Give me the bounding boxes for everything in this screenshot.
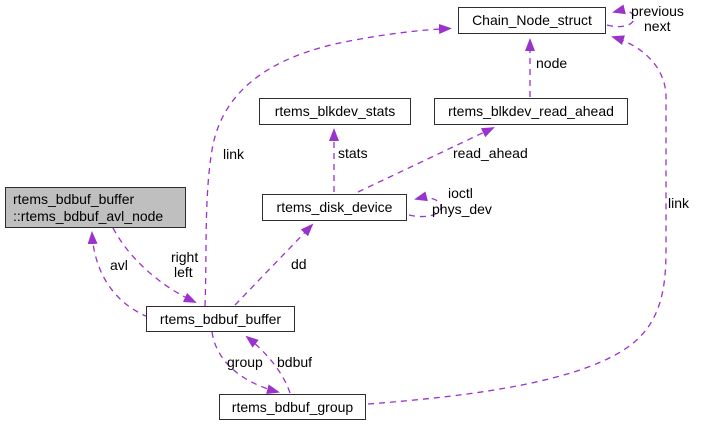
edge-label-avl: avl	[110, 257, 128, 273]
edge-previous-next-selfloop	[606, 4, 635, 28]
node-chain-node-struct[interactable]: Chain_Node_struct	[458, 7, 606, 34]
edge-label-link-left: link	[223, 146, 245, 162]
edge-link-buffer-to-chain	[204, 23, 452, 307]
edge-label-bdbuf: bdbuf	[277, 354, 313, 370]
edge-label-group: group	[227, 354, 263, 370]
edge-label-dd: dd	[291, 256, 307, 272]
node-rtems-blkdev-stats[interactable]: rtems_blkdev_stats	[259, 98, 411, 125]
node-label: Chain_Node_struct	[472, 12, 592, 29]
edge-label-ioctl: ioctl	[448, 185, 473, 201]
node-label: rtems_bdbuf_group	[231, 398, 354, 415]
node-rtems-bdbuf-buffer[interactable]: rtems_bdbuf_buffer	[146, 306, 295, 332]
edge-label-read-ahead: read_ahead	[453, 145, 528, 161]
node-label: rtems_disk_device	[276, 199, 393, 216]
edge-avl	[87, 231, 149, 318]
edge-label-right: right	[171, 249, 199, 265]
edge-label-stats: stats	[338, 145, 368, 161]
edge-label-link-right: link	[668, 195, 690, 211]
edge-label-previous: previous	[631, 3, 684, 19]
node-label: rtems_blkdev_read_ahead	[448, 103, 614, 120]
node-rtems-bdbuf-group[interactable]: rtems_bdbuf_group	[219, 394, 366, 420]
node-label: rtems_bdbuf_buffer	[159, 310, 282, 327]
node-label-line1: rtems_bdbuf_buffer	[13, 191, 135, 208]
edge-label-left: left	[174, 264, 193, 280]
edge-label-node: node	[536, 55, 568, 71]
node-rtems-blkdev-read-ahead[interactable]: rtems_blkdev_read_ahead	[434, 98, 628, 125]
edge-link-group-to-chain	[367, 35, 667, 405]
node-label: rtems_blkdev_stats	[274, 103, 396, 120]
node-rtems-bdbuf-avl-node-highlighted[interactable]: rtems_bdbuf_buffer ::rtems_bdbuf_avl_nod…	[5, 187, 186, 228]
node-label-line2: ::rtems_bdbuf_avl_node	[13, 207, 164, 224]
node-rtems-disk-device[interactable]: rtems_disk_device	[262, 194, 407, 221]
edge-label-phys-dev: phys_dev	[432, 201, 492, 217]
edge-label-next: next	[644, 18, 671, 34]
